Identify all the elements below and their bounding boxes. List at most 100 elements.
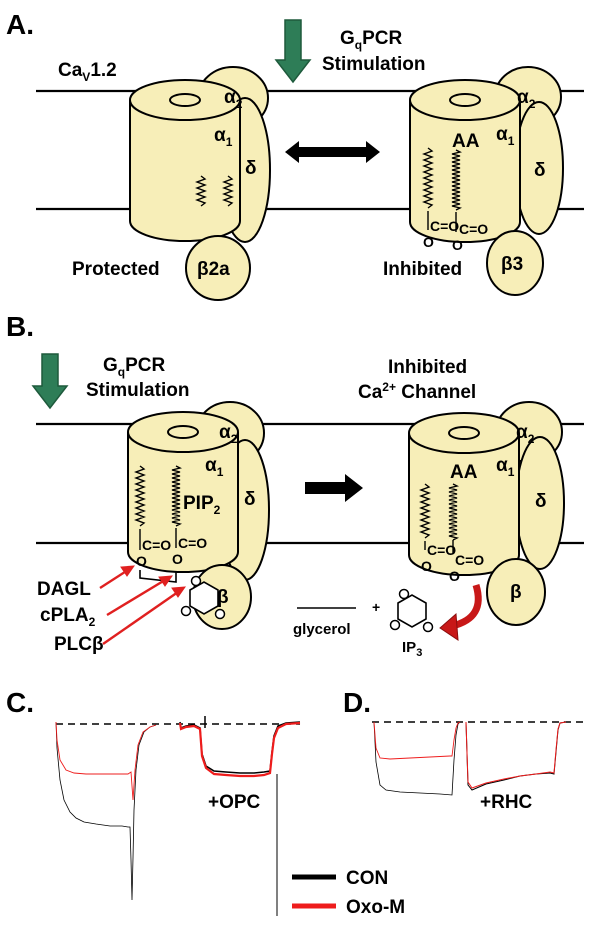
enzyme-plcb: PLCβ: [54, 634, 104, 655]
stimulation-line2-b: Stimulation: [86, 380, 189, 401]
alpha1-top: [409, 79, 521, 121]
channel-inhibited-a: α2 α1 δ AA C=O C=O O O β3: [409, 66, 564, 296]
alpha1-top: [127, 411, 239, 453]
trace-con-d2: [465, 721, 567, 791]
phosphate-group: [180, 605, 192, 617]
carbonyl-label: C=O: [430, 218, 459, 234]
arachidonic-chain: [448, 483, 460, 541]
legend: CON Oxo-M: [292, 868, 405, 918]
alpha1-top: [408, 412, 520, 454]
pore: [167, 425, 199, 439]
glycerol-backbone: [139, 570, 177, 583]
pore: [448, 426, 480, 440]
alpha1-label: α1: [205, 455, 224, 479]
glycerol-label: glycerol: [293, 621, 351, 638]
trace-con-c2: [179, 721, 301, 774]
stimulation-line1-b: GqPCR: [103, 355, 166, 379]
enzyme-cpla2: cPLA2: [40, 605, 96, 629]
panel-a-letter: A.: [6, 9, 34, 40]
rhc-label: +RHC: [480, 792, 533, 813]
panel-b: B. GqPCR Stimulation Inhibited Ca2+ Chan…: [6, 311, 584, 659]
delta-label: δ: [535, 491, 547, 512]
beta2a-subunit: [185, 235, 251, 301]
lipid-chain: [419, 483, 431, 539]
carbonyl-label: C=O: [142, 537, 171, 553]
stimulation-arrow-a: [274, 19, 312, 84]
carbonyl-label: C=O: [459, 221, 488, 237]
channel-protected: α2 α1 δ β2a: [129, 66, 271, 301]
opc-label: +OPC: [208, 792, 261, 813]
beta2a-label: β2a: [197, 259, 230, 280]
oxygen-label: O: [136, 553, 147, 569]
legend-label-oxom: Oxo-M: [346, 897, 405, 918]
trace-con-d1: [373, 721, 461, 796]
lipid-chain: [222, 175, 234, 207]
arachidonic-chain: [451, 149, 463, 211]
trace-oxom-c2: [178, 721, 301, 778]
lipid-chain: [134, 465, 146, 527]
delta-label: δ: [244, 489, 256, 510]
inhibited-label: Inhibited: [383, 259, 462, 280]
forward-arrow: [305, 474, 363, 502]
trace-con-c1: [55, 721, 157, 901]
beta-label: β: [510, 582, 522, 603]
oxygen-label: O: [172, 551, 183, 567]
channel-pip2-bound: α2 α1 δ PIP2 C=O C=O O O β: [127, 401, 270, 630]
alpha1-label: α1: [496, 124, 515, 148]
stimulation-line2-a: Stimulation: [322, 54, 425, 75]
aa-label: AA: [450, 462, 478, 483]
legend-label-con: CON: [346, 868, 388, 889]
enzyme-dagl: DAGL: [37, 579, 91, 600]
alpha2-label: α2: [516, 422, 535, 446]
beta-subunit: [486, 558, 546, 626]
trace-oxom-c1: [55, 721, 157, 801]
alpha2-label: α2: [517, 87, 536, 111]
aa-label: AA: [452, 131, 480, 152]
channel-name: CaV1.2: [58, 60, 117, 84]
panel-b-letter: B.: [6, 311, 34, 342]
arachidonic-chain: [171, 465, 183, 527]
protected-label: Protected: [72, 259, 160, 280]
panel-a: A. CaV1.2 GqPCR Stimulation α2 α1 δ β2a …: [6, 9, 584, 301]
lipid-chain: [195, 175, 207, 207]
alpha1-body: [128, 432, 238, 572]
ip3-label: IP3: [402, 639, 422, 659]
delta-label: δ: [534, 160, 546, 181]
trace-oxom-d1: [373, 721, 461, 760]
carbonyl-label: C=O: [455, 552, 484, 568]
release-arrowhead: [439, 612, 459, 641]
stimulation-line1-a: GqPCR: [340, 28, 403, 52]
oxygen-label: O: [452, 237, 463, 253]
oxygen-label: O: [449, 568, 460, 584]
beta-label: β: [217, 587, 229, 608]
alpha1-body: [130, 100, 240, 241]
panel-c-letter: C.: [6, 687, 34, 718]
beta3-subunit: [486, 230, 544, 296]
carbonyl-label: C=O: [178, 535, 207, 551]
alpha1-label: α1: [496, 455, 515, 479]
equilibrium-arrow: [285, 141, 380, 163]
inhibited-channel-title: Ca2+ Channel: [358, 380, 476, 403]
pore: [169, 93, 201, 107]
trace-oxom-d2: [465, 721, 567, 789]
enzyme-arrows: [99, 565, 187, 645]
alpha1-body: [410, 100, 520, 242]
inositol-ring: [189, 581, 219, 615]
oxygen-label: O: [421, 558, 432, 574]
panel-d-letter: D.: [343, 687, 371, 718]
pip2-label: PIP2: [183, 493, 221, 517]
alpha2-label: α2: [224, 87, 243, 111]
channel-inhibited-b: α2 α1 δ AA C=O C=O O O β: [408, 401, 565, 626]
pore: [449, 93, 481, 107]
oxygen-label: O: [423, 234, 434, 250]
carbonyl-label: C=O: [427, 542, 456, 558]
beta3-label: β3: [501, 254, 523, 275]
plus-sign: +: [372, 599, 380, 615]
alpha1-top: [129, 79, 241, 121]
panel-c: C. +OPC: [6, 687, 301, 916]
stimulation-arrow-b: [31, 353, 69, 410]
panel-d: D. +RHC: [343, 687, 584, 813]
alpha2-label: α2: [219, 422, 238, 446]
inhibited-title: Inhibited: [388, 357, 467, 378]
